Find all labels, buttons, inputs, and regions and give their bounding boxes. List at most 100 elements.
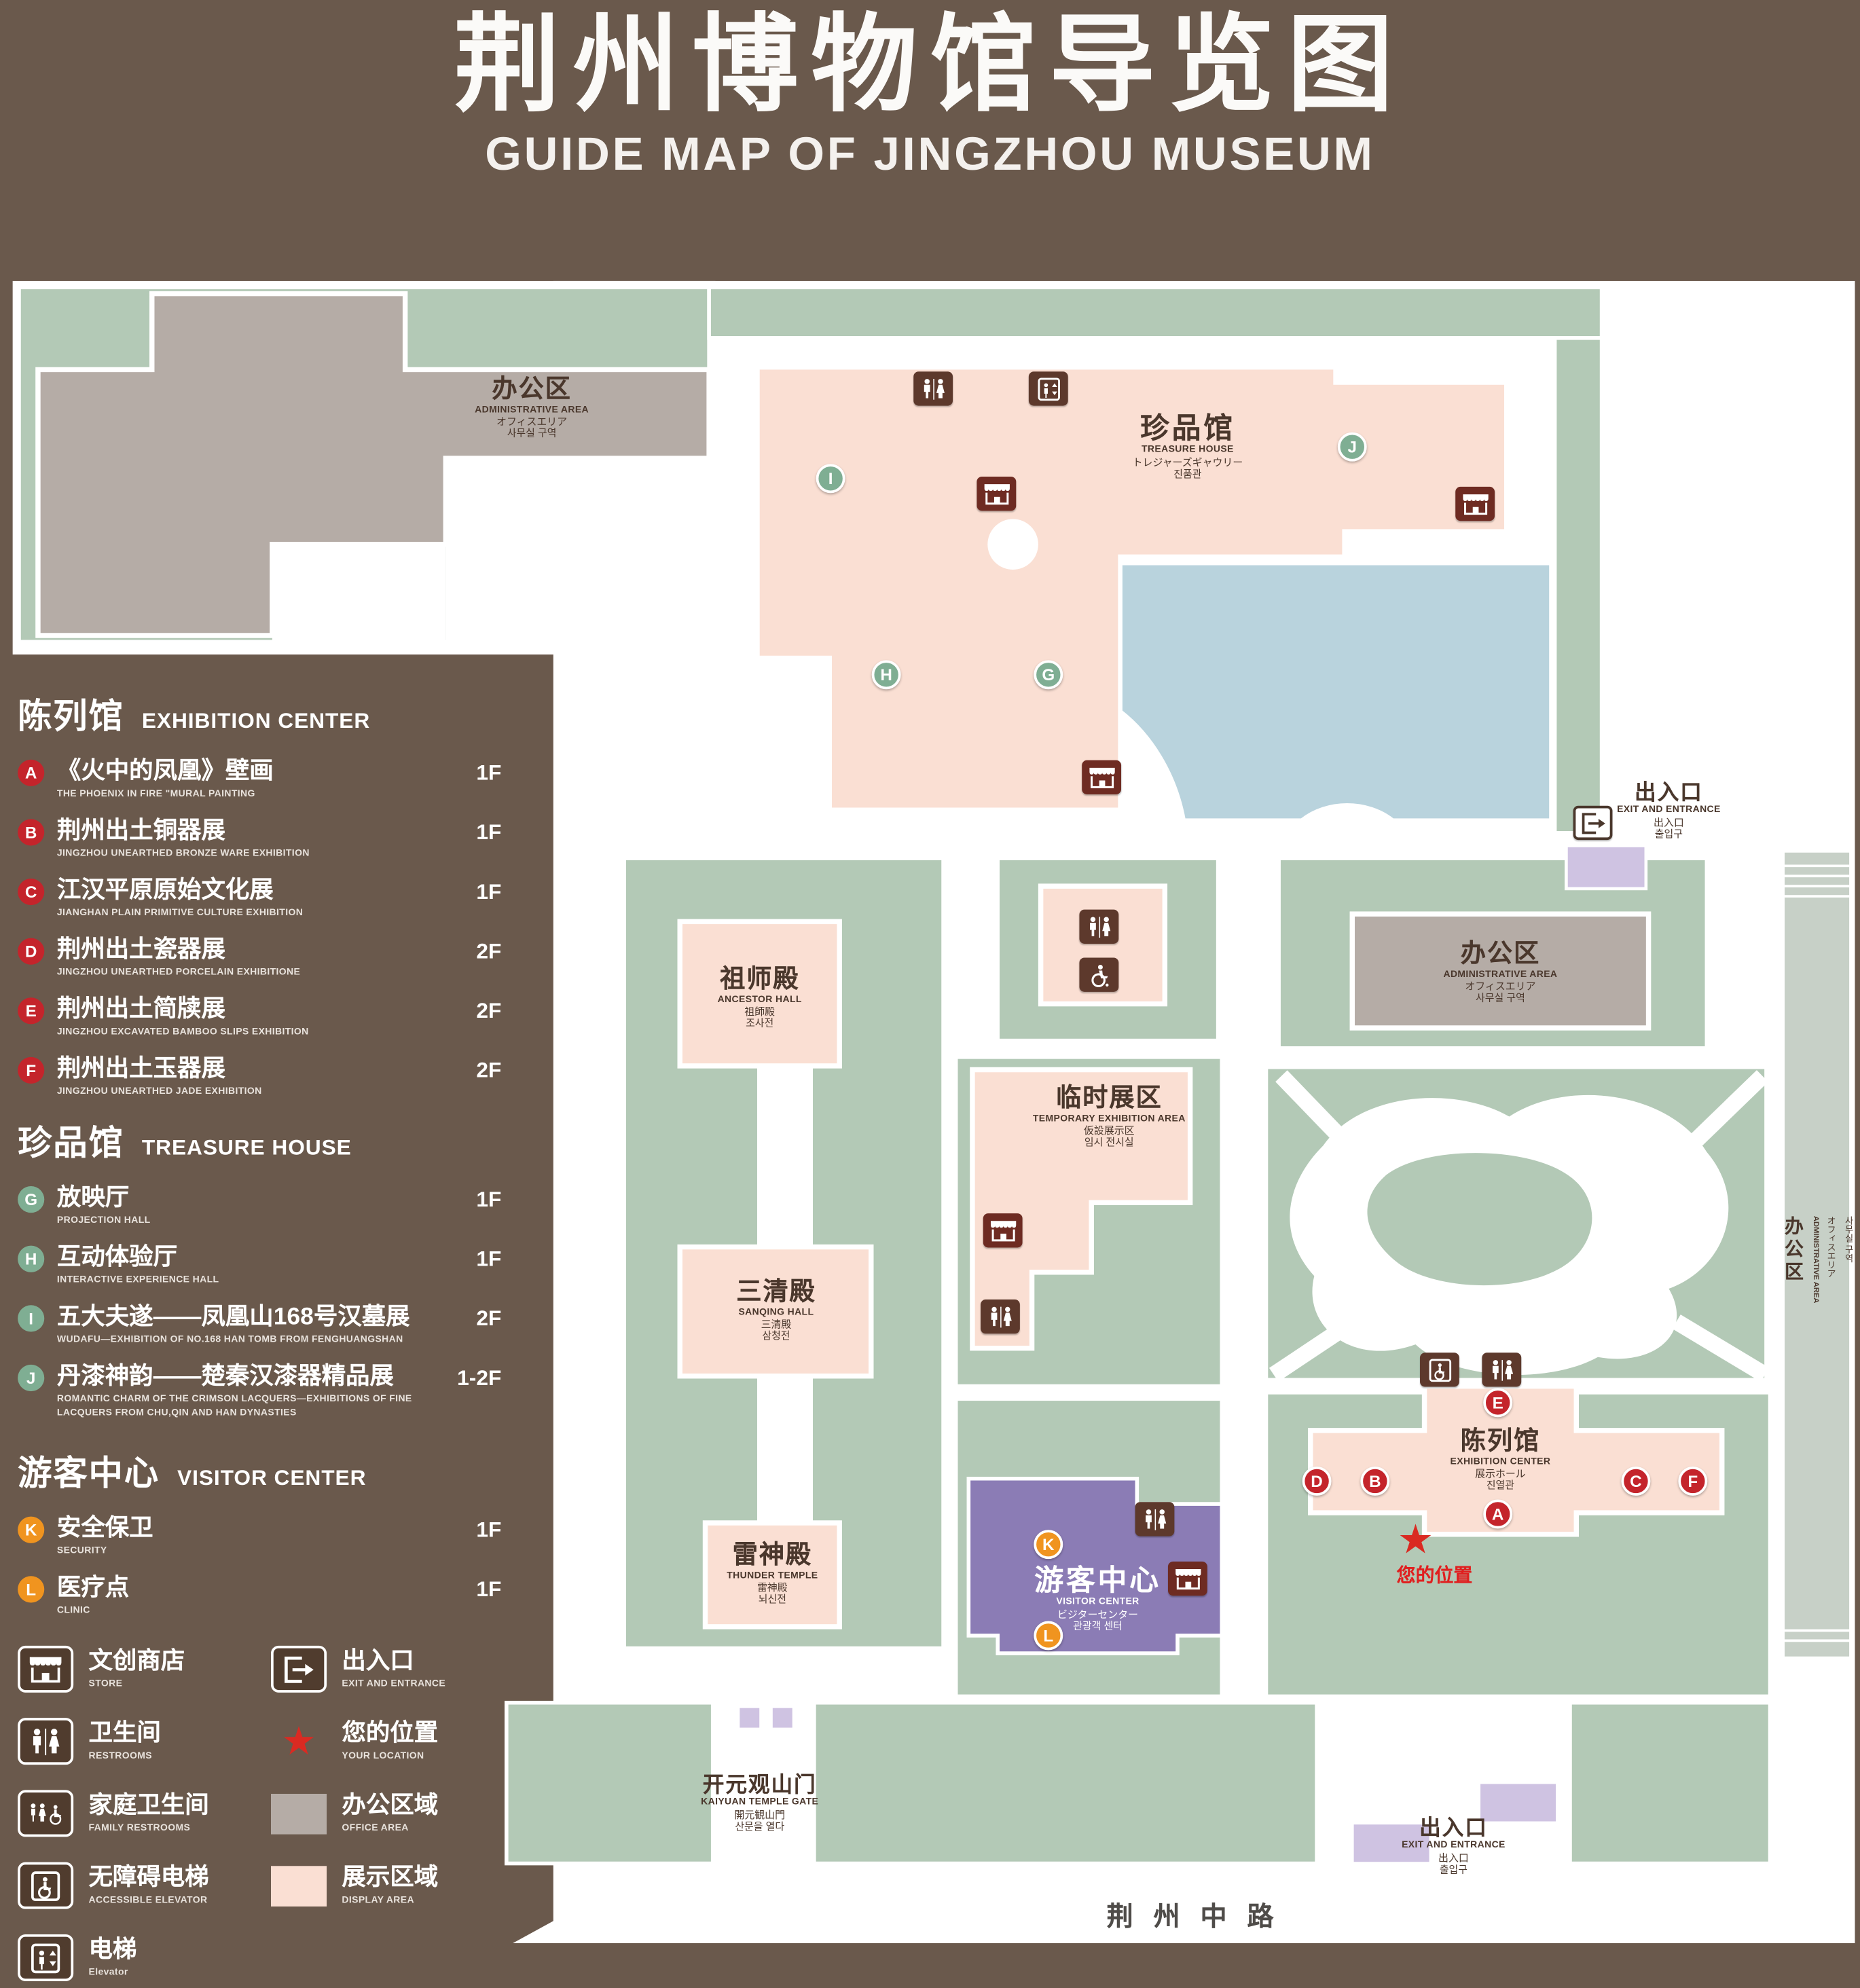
accessible-restroom-icon	[1079, 957, 1119, 992]
grounds-east-strip	[1552, 336, 1604, 835]
header: 荆州博物馆导览图 GUIDE MAP OF JINGZHOU MUSEUM	[0, 3, 1860, 181]
store-icon	[977, 476, 1017, 511]
marker-badge-d: D	[18, 938, 45, 965]
path-axis-south	[756, 1373, 814, 1528]
store-icon	[1168, 1561, 1207, 1596]
store-icon	[18, 1645, 74, 1693]
treasure-house-building	[754, 364, 1510, 813]
map-marker-g: G	[1034, 660, 1063, 690]
accessible-elevator-icon	[1420, 1352, 1459, 1387]
path	[272, 544, 446, 642]
restroom-icon	[981, 1299, 1020, 1334]
marker-badge-e: E	[18, 997, 45, 1025]
legend-section-exhibition-center: 陈列馆 EXHIBITION CENTER	[18, 697, 371, 736]
thunder-temple-building	[702, 1520, 842, 1630]
floor-label: 1F	[476, 879, 502, 904]
path-axis-north	[756, 1063, 814, 1253]
office-area-swatch	[271, 1793, 327, 1834]
map-marker-b: B	[1360, 1467, 1390, 1496]
floor-label: 1F	[476, 760, 502, 785]
administrative-strip-east	[1781, 849, 1853, 1661]
floor-label: 1F	[476, 820, 502, 845]
restroom-icon	[1482, 1352, 1522, 1387]
floor-label: 2F	[476, 1058, 502, 1083]
floor-label: 2F	[476, 939, 502, 963]
map-marker-l: L	[1034, 1621, 1063, 1651]
legend-section-treasure-house: 珍品馆 TREASURE HOUSE	[18, 1124, 352, 1162]
label-road: 荆州中路	[1106, 1902, 1294, 1932]
floor-label: 1F	[476, 1187, 502, 1212]
grounds-south-east	[1568, 1700, 1772, 1866]
map-marker-h: H	[871, 660, 901, 690]
map-marker-j: J	[1337, 432, 1367, 462]
map-marker-e: E	[1483, 1388, 1513, 1418]
restroom-icon	[1135, 1502, 1175, 1536]
store-icon	[1082, 760, 1122, 794]
marker-badge-a: A	[18, 759, 45, 786]
east-entrance	[1565, 844, 1648, 891]
elevator-icon	[18, 1934, 74, 1981]
your-location-star-icon: ★	[1397, 1516, 1434, 1562]
gate-pillar	[736, 1705, 763, 1731]
restroom-icon	[1079, 909, 1119, 944]
garden-paths	[1269, 1070, 1770, 1382]
administrative-building-east	[1349, 911, 1652, 1031]
map-marker-i: I	[816, 464, 845, 494]
elevator-icon	[1028, 371, 1068, 406]
administrative-building-northwest	[35, 291, 712, 638]
exit-icon	[1573, 805, 1613, 841]
marker-badge-j: J	[18, 1364, 45, 1392]
floor-label: 1F	[476, 1577, 502, 1602]
temporary-exhibition-building	[970, 1067, 1193, 1351]
store-icon	[983, 1213, 1023, 1248]
restroom-icon	[913, 371, 953, 406]
display-area-swatch	[271, 1865, 327, 1907]
accessible-elevator-icon	[18, 1862, 74, 1909]
path	[445, 458, 710, 642]
floor-label: 1F	[476, 1247, 502, 1271]
map-marker-f: F	[1678, 1467, 1708, 1496]
sanqing-hall-building	[677, 1244, 874, 1379]
marker-badge-i: I	[18, 1305, 45, 1332]
page-subtitle: GUIDE MAP OF JINGZHOU MUSEUM	[485, 128, 1375, 180]
marker-badge-g: G	[18, 1186, 45, 1213]
south-entrance-b	[1477, 1780, 1559, 1825]
location-star-icon: ★	[281, 1718, 316, 1764]
restroom-icon	[18, 1718, 74, 1765]
marker-badge-b: B	[18, 819, 45, 846]
marker-badge-k: K	[18, 1516, 45, 1543]
map-marker-a: A	[1483, 1499, 1513, 1529]
ancestor-hall-building	[677, 919, 842, 1069]
circular-plaza	[987, 519, 1038, 570]
map-marker-c: C	[1621, 1467, 1651, 1496]
strip-stairs	[1783, 864, 1851, 1642]
your-location-label: 您的位置	[1396, 1565, 1473, 1587]
map-marker-k: K	[1034, 1530, 1063, 1560]
grounds-south-west	[505, 1700, 715, 1866]
garden-island	[1367, 1153, 1592, 1286]
